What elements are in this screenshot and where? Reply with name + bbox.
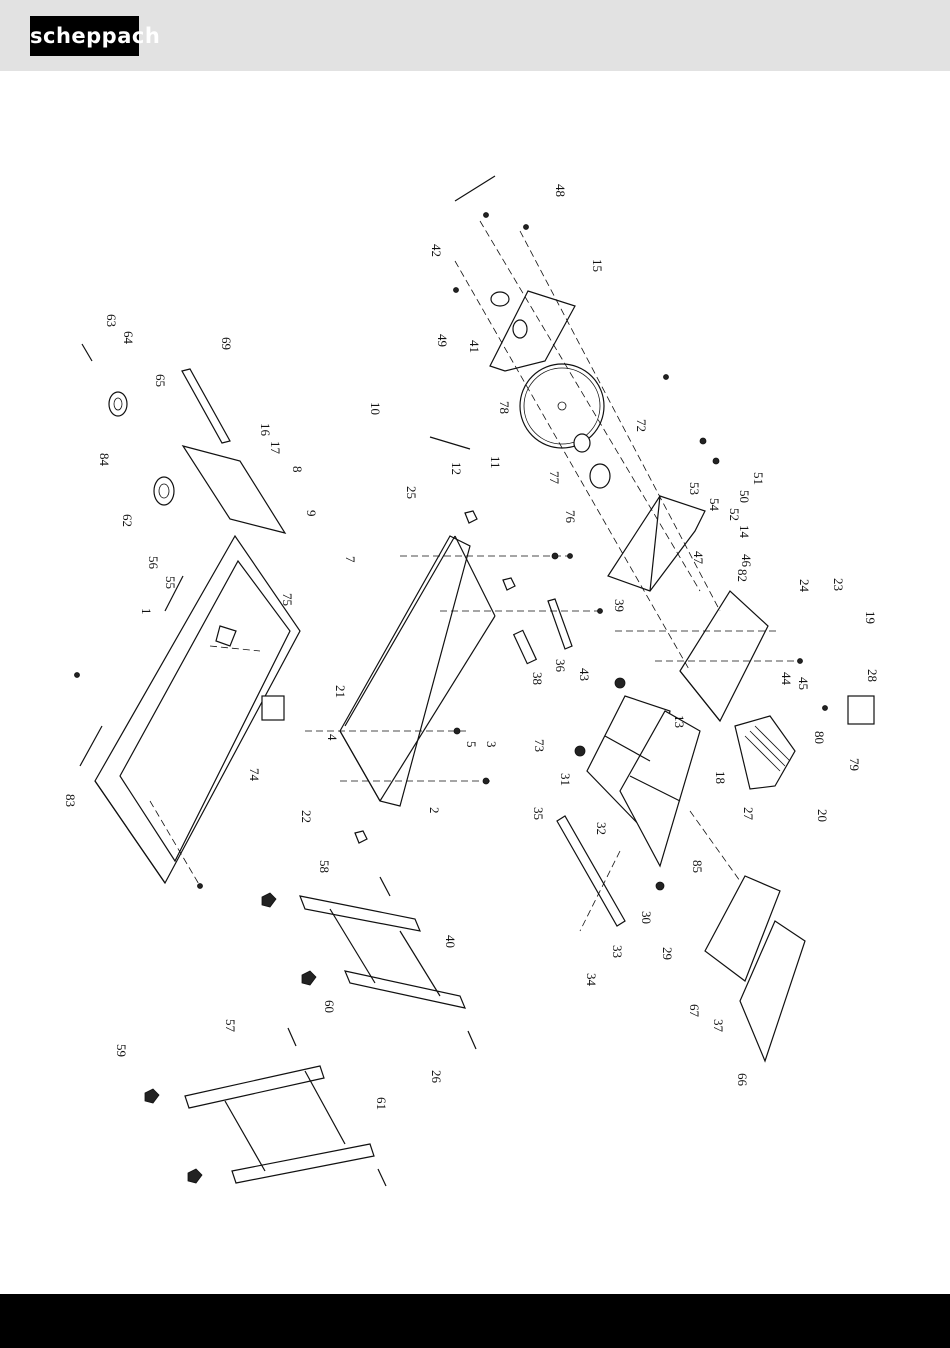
part-label: 31: [558, 773, 573, 786]
part-label: 12: [449, 462, 464, 475]
part-label: 33: [610, 945, 625, 958]
part-label: 48: [553, 184, 568, 197]
part-label: 56: [146, 556, 161, 570]
part-label: 26: [429, 1070, 444, 1084]
part-label: 82: [735, 569, 750, 582]
part-label: 58: [317, 860, 332, 873]
part-label: 65: [153, 374, 168, 387]
part-label: 73: [532, 739, 547, 752]
part-label: 76: [563, 510, 578, 524]
part-label: 21: [333, 685, 348, 698]
part-label: 39: [612, 599, 627, 612]
part-label: 84: [97, 453, 112, 467]
part-label: 8: [290, 466, 305, 473]
part-label: 32: [594, 822, 609, 835]
part-label: 10: [368, 402, 383, 415]
part-label: 17: [268, 441, 283, 455]
part-label: 75: [280, 593, 295, 606]
part-label: 27: [741, 807, 756, 821]
part-label: 41: [467, 340, 482, 353]
part-label: 54: [707, 498, 722, 512]
exploded-parts-diagram: 48 42 15 49 41 63 64 69 65 78 10 72 16 1…: [0, 71, 950, 1294]
part-label: 67: [687, 1004, 702, 1018]
part-label: 53: [687, 482, 702, 495]
part-label: 16: [258, 423, 273, 437]
part-label: 9: [304, 510, 319, 517]
part-label: 20: [815, 809, 830, 822]
part-label: 13: [672, 715, 687, 728]
part-label: 1: [139, 608, 154, 615]
part-label: 49: [435, 334, 450, 347]
part-label: 19: [863, 611, 878, 624]
part-label: 22: [299, 810, 314, 823]
part-label: 57: [223, 1019, 238, 1033]
part-label: 37: [711, 1019, 726, 1033]
part-label: 15: [590, 259, 605, 272]
part-label: 44: [779, 672, 794, 686]
part-label: 11: [488, 456, 503, 469]
part-label: 61: [374, 1097, 389, 1110]
part-label: 25: [404, 486, 419, 499]
part-label: 2: [427, 807, 442, 814]
part-label: 50: [737, 490, 752, 503]
part-label: 42: [429, 244, 444, 257]
part-label: 72: [634, 419, 649, 432]
scheppach-logo: scheppach: [30, 16, 139, 56]
part-label: 66: [735, 1073, 750, 1087]
part-label: 64: [121, 331, 136, 345]
part-label: 14: [737, 525, 752, 539]
part-label: 74: [247, 768, 262, 782]
part-label: 79: [847, 758, 862, 771]
part-label: 38: [530, 672, 545, 685]
part-label: 45: [796, 677, 811, 690]
part-label: 46: [739, 554, 754, 568]
part-label: 80: [812, 731, 827, 744]
footer-bar: [0, 1294, 950, 1348]
part-label: 52: [727, 508, 742, 521]
part-label: 28: [865, 669, 880, 682]
part-label: 69: [219, 337, 234, 350]
part-label: 7: [343, 556, 358, 563]
part-label: 23: [831, 578, 846, 591]
part-label: 34: [584, 973, 599, 987]
part-label: 78: [497, 401, 512, 414]
part-label: 83: [63, 794, 78, 807]
part-label: 30: [639, 911, 654, 924]
part-label: 18: [713, 771, 728, 784]
part-label: 47: [691, 551, 706, 565]
part-label: 40: [443, 935, 458, 948]
part-label: 24: [797, 579, 812, 593]
diagram-drawing: [75, 176, 875, 1186]
part-label: 3: [484, 741, 499, 748]
part-label: 60: [322, 1000, 337, 1013]
header-bar: scheppach: [0, 0, 950, 71]
part-label: 51: [751, 472, 766, 485]
part-label: 59: [114, 1044, 129, 1057]
part-label: 55: [163, 576, 178, 589]
part-label: 63: [104, 314, 119, 327]
part-label: 43: [577, 668, 592, 681]
part-label: 4: [325, 734, 340, 741]
part-label: 5: [464, 741, 479, 748]
part-label: 62: [120, 514, 135, 527]
part-label: 85: [690, 860, 705, 873]
part-label: 35: [531, 807, 546, 820]
part-label: 77: [547, 471, 562, 485]
part-label: 29: [660, 947, 675, 960]
part-label: 36: [553, 659, 568, 673]
